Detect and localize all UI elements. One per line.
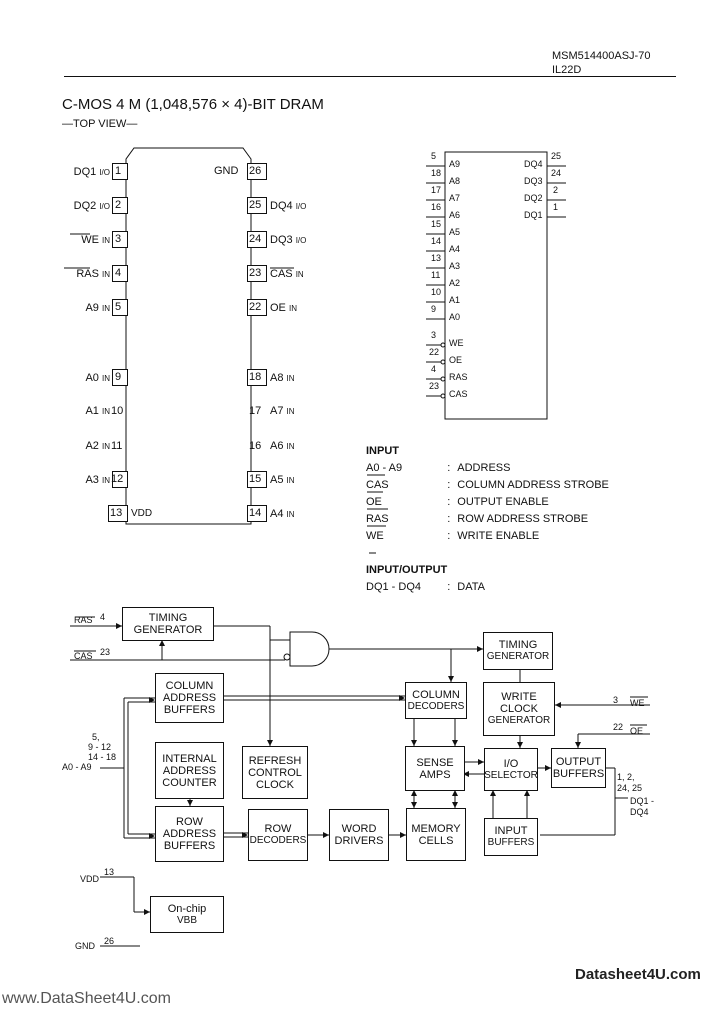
pin-a8: A8 IN <box>270 372 295 384</box>
sig-addr: A0 - A9 <box>62 762 92 772</box>
sig-vdd: VDD <box>80 874 100 884</box>
footer-url[interactable]: www.DataSheet4U.com <box>2 990 171 1007</box>
part-number: MSM514400ASJ-70 <box>552 50 651 62</box>
sig-we: WE <box>630 698 645 708</box>
pin-ras: RAS IN <box>76 268 110 280</box>
pin-dq2: DQ2 I/O <box>73 200 110 212</box>
page-title: C-MOS 4 M (1,048,576 × 4)-BIT DRAM <box>62 96 324 113</box>
pin-cas: CAS IN <box>270 268 304 280</box>
pin-we: WE IN <box>81 234 110 246</box>
pin-a4: A4 IN <box>270 508 295 520</box>
vdd-label: VDD <box>131 508 153 519</box>
pin-dq1: DQ1 I/O <box>73 166 110 178</box>
sig-ras: RAS <box>74 615 93 625</box>
pin-dq4: DQ4 I/O <box>270 200 307 212</box>
sig-oe: OE <box>630 726 644 736</box>
pin-a3: A3 IN <box>85 474 110 486</box>
top-view-label: —TOP VIEW— <box>62 118 138 130</box>
pin-oe: OE IN <box>270 302 297 314</box>
pin-a0: A0 IN <box>85 372 110 384</box>
pin-dq3: DQ3 I/O <box>270 234 307 246</box>
sig-cas: CAS <box>74 651 93 661</box>
part-code: IL22D <box>552 64 582 76</box>
footer-logo: Datasheet4U.com <box>575 966 701 983</box>
pin-a6: A6 IN <box>270 440 295 452</box>
pin-a5: A5 IN <box>270 474 295 486</box>
legend-input-heading: INPUT <box>366 444 399 457</box>
pin-a1: A1 IN <box>85 405 110 417</box>
pin-legend: INPUT A0 - A9:ADDRESS CAS:COLUMN ADDRESS… <box>366 442 609 595</box>
header-rule <box>64 76 676 77</box>
pin-gnd-label: GND <box>214 165 239 177</box>
pin-a9: A9 IN <box>85 302 110 314</box>
pin-a2: A2 IN <box>85 440 110 452</box>
sig-dq: DQ1 - <box>630 796 655 806</box>
pin-a7: A7 IN <box>270 405 295 417</box>
legend-io-heading: INPUT/OUTPUT <box>366 563 448 576</box>
sig-gnd: GND <box>75 941 95 951</box>
